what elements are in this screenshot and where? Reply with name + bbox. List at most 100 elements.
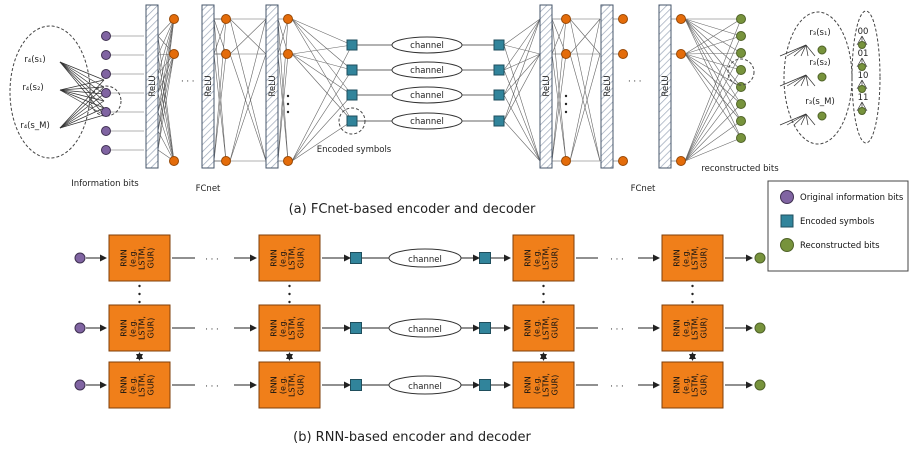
rnn-block-label: GUR) — [551, 248, 560, 269]
hidden-to-symbol-line — [291, 18, 353, 71]
encoded-symbol — [346, 39, 358, 51]
rnn-block-label: RNN — [673, 319, 682, 337]
hidden-to-output-line — [684, 52, 742, 162]
rnn-block-label: GUR) — [147, 248, 156, 269]
symbol-to-relu-line — [503, 44, 541, 55]
rnn-block — [108, 304, 171, 352]
nodes-and-blocks — [9, 4, 881, 409]
bit-fan-line — [861, 57, 868, 68]
rnn-block-label: (e.g. — [682, 376, 691, 394]
bit-pattern-11: 11 — [858, 93, 869, 103]
channel-ellipse — [391, 112, 463, 130]
rnn-vertical-ellipsis-dot — [138, 284, 141, 288]
right-fan-line — [779, 74, 807, 87]
left-fan-line — [59, 79, 105, 129]
annotation-green-node — [817, 45, 827, 55]
hidden-to-output-line — [684, 18, 742, 55]
hidden-to-output-line — [684, 35, 742, 55]
left-annotation-ellipse — [9, 25, 91, 159]
rnn-vertical-ellipsis-dot — [691, 300, 694, 304]
left-fan-line — [59, 100, 105, 129]
channel-label: channel — [410, 117, 444, 127]
hidden-ellipsis-dot — [286, 110, 290, 114]
reconstructed-bits-label: reconstructed bits — [701, 164, 779, 174]
channel-ellipse — [391, 36, 463, 54]
right-fan-line — [793, 44, 807, 57]
right-fan-line — [805, 113, 809, 126]
legend-encoded-symbols-label: Encoded symbols — [800, 217, 875, 227]
rnn-block-label: (e.g. — [533, 249, 542, 267]
hidden-to-output-line — [684, 18, 742, 71]
relu-to-hidden-line — [157, 53, 175, 132]
rnn-vertical-ellipsis-dot — [288, 284, 291, 288]
symbol-to-relu-line — [503, 94, 541, 162]
information-bit-node — [101, 145, 111, 155]
hidden-to-symbol-line — [291, 53, 353, 96]
dec-hidden-neuron-1 — [561, 156, 571, 166]
rnn-ellipsis-1: · · · — [205, 382, 219, 392]
rnn-block-label: RNN — [120, 376, 129, 394]
rnn-vertical-ellipsis-dot — [542, 300, 545, 304]
information-bit-node — [101, 126, 111, 136]
hidden-to-symbol-line — [291, 120, 353, 162]
rnn-block — [661, 304, 724, 352]
rnn-vertical-ellipsis-dot — [691, 292, 694, 296]
reconstructed-bit-node — [736, 133, 746, 143]
received-symbol — [493, 115, 505, 127]
dec-hidden-neuron-1 — [561, 14, 571, 24]
hidden-to-symbol-line — [291, 18, 353, 96]
left-fan-line — [59, 89, 105, 109]
relu-block-6-label: ReLU — [661, 75, 671, 96]
reconstructed-bit-node — [736, 99, 746, 109]
rnn-vertical-ellipsis-dot — [542, 292, 545, 296]
relu-to-hidden-line — [157, 18, 175, 151]
right-fan-line — [805, 113, 816, 126]
symbol-to-relu-line — [503, 18, 541, 46]
rnn-block-label: (e.g. — [279, 249, 288, 267]
rnn-block-label: (e.g. — [682, 319, 691, 337]
hidden-neuron-1 — [169, 156, 179, 166]
rnn-input-node — [74, 252, 86, 264]
bit-pattern-00: 00 — [858, 27, 869, 37]
right-annotation-2: r₃(s₂) — [809, 58, 830, 68]
right-fan-line — [779, 44, 807, 57]
dec-hidden-ellipsis-dot — [564, 94, 568, 98]
rnn-vertical-ellipsis-dot — [138, 300, 141, 304]
symbol-to-relu-line — [503, 18, 541, 71]
channel-ellipse — [391, 61, 463, 79]
rnn-received-symbol — [479, 322, 491, 334]
rnn-block — [258, 361, 321, 409]
symbol-to-relu-line — [503, 53, 541, 122]
rnn-block-label: LSTM, — [138, 316, 147, 340]
right-fan-line — [805, 44, 809, 57]
highlight-input-circle — [90, 85, 122, 117]
hidden-to-output-line — [684, 18, 742, 139]
rnn-block — [512, 234, 575, 282]
left-fan-line — [59, 114, 105, 129]
rnn-block-label: RNN — [673, 249, 682, 267]
information-bit-node — [101, 107, 111, 117]
rnn-block-label: LSTM, — [288, 246, 297, 270]
hidden-to-relu-line — [229, 18, 267, 55]
dec-hidden-neuron-3 — [676, 14, 686, 24]
rnn-block-label: RNN — [524, 376, 533, 394]
reconstructed-bit-node — [736, 82, 746, 92]
bit-fan-line — [861, 101, 868, 112]
bit-pattern-ellipse — [851, 10, 881, 144]
rnn-block-label: LSTM, — [542, 373, 551, 397]
rnn-vertical-ellipsis-dot — [691, 284, 694, 288]
relu-to-hidden-line — [157, 73, 175, 162]
hidden-to-output-line — [684, 137, 742, 162]
hidden-to-relu-line — [229, 53, 267, 162]
hidden-neuron-2 — [221, 14, 231, 24]
right-fan-line — [800, 74, 807, 87]
rnn-encoded-symbol — [350, 379, 362, 391]
relu-block-1-label: ReLU — [148, 75, 158, 96]
hidden-to-symbol-line — [291, 44, 353, 162]
symbol-to-relu-line — [503, 18, 541, 96]
hidden-to-symbol-line — [291, 94, 353, 162]
hidden-to-output-line — [684, 18, 742, 88]
right-fan-line — [793, 74, 807, 87]
relu-block-3-label: ReLU — [268, 75, 278, 96]
hidden-to-output-line — [684, 69, 742, 162]
